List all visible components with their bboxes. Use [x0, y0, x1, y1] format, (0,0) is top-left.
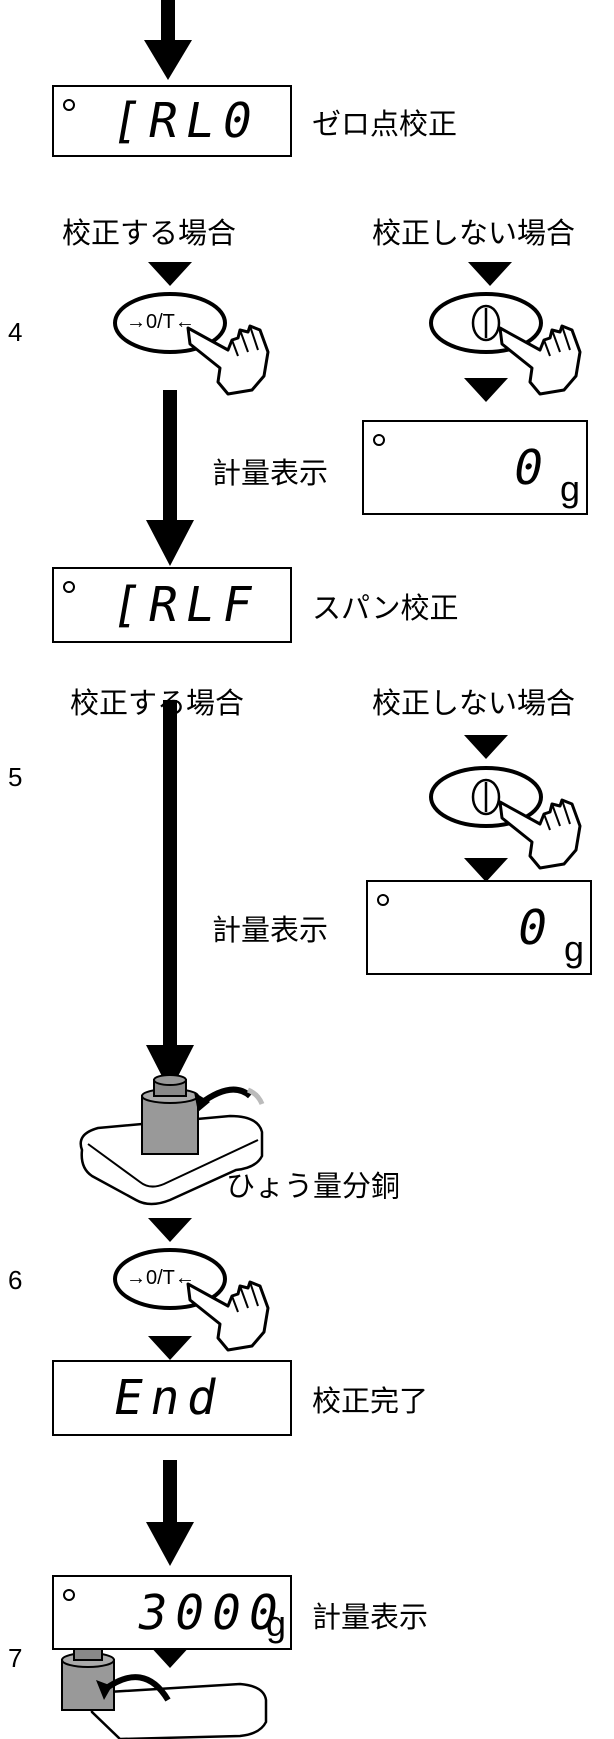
stable-indicator — [63, 1589, 75, 1601]
hand-press-icon — [186, 324, 270, 396]
display-full: 3000 g — [52, 1575, 292, 1650]
label-when-not-calibrating: 校正しない場合 — [372, 686, 576, 720]
label-weighing-display: 計量表示 — [212, 456, 329, 490]
display-text: [RLF — [107, 577, 265, 633]
display-zero-2: 0 g — [366, 880, 592, 975]
hand-press-icon — [498, 798, 582, 870]
step-number-5: 5 — [8, 762, 23, 792]
display-unit: g — [266, 1603, 287, 1644]
stable-indicator — [373, 434, 385, 446]
display-unit: g — [564, 928, 585, 969]
label-span-calibration: スパン校正 — [312, 591, 459, 625]
down-arrow-icon — [144, 0, 192, 80]
down-triangle-icon — [464, 858, 508, 882]
display-unit: g — [560, 468, 581, 509]
down-triangle-icon — [464, 735, 508, 759]
down-arrow-icon — [146, 390, 194, 566]
weight-on-pan-icon — [79, 1074, 265, 1206]
down-triangle-icon — [148, 1336, 192, 1360]
stable-indicator — [63, 581, 75, 593]
display-text: [RL0 — [107, 93, 265, 149]
label-when-not-calibrating: 校正しない場合 — [372, 216, 576, 250]
stable-indicator — [63, 99, 75, 111]
label-when-calibrating: 校正する場合 — [70, 686, 245, 720]
display-text: End — [109, 1370, 230, 1426]
hand-press-icon — [186, 1280, 270, 1352]
down-triangle-icon — [148, 1218, 192, 1242]
label-zero-calibration: ゼロ点校正 — [312, 107, 458, 141]
display-value: 0 — [509, 439, 556, 496]
down-triangle-icon — [464, 378, 508, 402]
display-zero-1: 0 g — [362, 420, 588, 515]
label-weighing-display: 計量表示 — [212, 913, 329, 947]
down-arrow-icon — [146, 1460, 194, 1566]
stable-indicator — [377, 894, 389, 906]
down-triangle-icon — [148, 1644, 192, 1668]
down-triangle-icon — [468, 262, 512, 286]
step-number-6: 6 — [8, 1265, 23, 1295]
display-end: End — [52, 1360, 292, 1436]
step-number-7: 7 — [8, 1643, 23, 1673]
display-calf: [RLF — [52, 567, 292, 643]
label-calibration-complete: 校正完了 — [312, 1384, 429, 1418]
step-number-4: 4 — [8, 317, 23, 347]
display-value: 0 — [513, 899, 560, 956]
down-triangle-icon — [148, 262, 192, 286]
display-cal0: [RL0 — [52, 85, 292, 157]
label-when-calibrating: 校正する場合 — [62, 216, 237, 250]
hand-press-icon — [498, 324, 582, 396]
zero-tare-key-label: →0/T← — [126, 1267, 195, 1289]
down-arrow-icon — [146, 700, 194, 1092]
label-weighing-display: 計量表示 — [312, 1600, 429, 1634]
label-weighing-mass: ひょう量分銅 — [226, 1169, 401, 1203]
zero-tare-key-label: →0/T← — [126, 311, 195, 333]
